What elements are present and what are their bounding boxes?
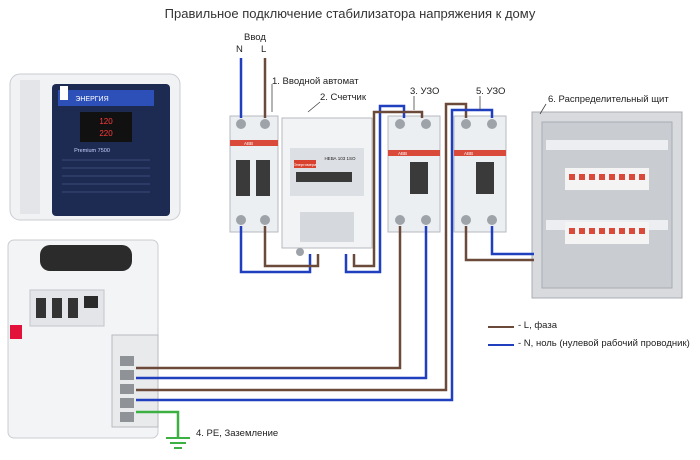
- meter-model: НЕВА 103 1SO: [324, 156, 356, 161]
- input-l-label: L: [261, 44, 267, 55]
- label-breaker: 1. Вводной автомат: [272, 76, 359, 87]
- label-panel: 6. Распределительный щит: [548, 94, 669, 105]
- input-circuit-breaker: ABB: [229, 115, 279, 233]
- rcd1-brand: ABB: [398, 151, 407, 156]
- rcd2-brand: ABB: [464, 151, 473, 156]
- label-meter: 2. Счетчик: [320, 92, 366, 103]
- rcd-1: ABB: [387, 115, 441, 233]
- legend-phase-swatch: [488, 326, 514, 328]
- stabilizer-front-view: ЭНЕРГИЯ 120 220 Premium 7500: [9, 73, 181, 221]
- stabilizer-model: Premium 7500: [74, 148, 110, 154]
- distribution-panel: [531, 111, 683, 299]
- stabilizer-rear-view: [7, 239, 159, 439]
- diagram-title: Правильное подключение стабилизатора нап…: [164, 6, 536, 21]
- legend-phase-label: - L, фаза: [518, 320, 557, 331]
- label-ground: 4. PE, Заземление: [196, 428, 279, 439]
- rcd-2: ABB: [453, 115, 507, 233]
- stabilizer-brand: ЭНЕРГИЯ: [75, 96, 108, 103]
- legend-neutral-swatch: [488, 344, 514, 346]
- breaker-brand: ABB: [244, 141, 253, 146]
- label-rcd1: 3. УЗО: [410, 86, 440, 97]
- electricity-meter: Энергомера НЕВА 103 1SO: [281, 117, 373, 256]
- legend-neutral-label: - N, ноль (нулевой рабочий проводник): [518, 338, 690, 349]
- label-rcd2: 5. УЗО: [476, 86, 506, 97]
- stabilizer-reading-in: 120: [99, 117, 113, 126]
- input-label: Ввод: [244, 32, 266, 43]
- meter-brand: Энергомера: [294, 162, 317, 167]
- input-n-label: N: [236, 44, 243, 55]
- ground-symbol: [166, 437, 190, 449]
- stabilizer-reading-out: 220: [99, 129, 113, 138]
- legend: - L, фаза - N, ноль (нулевой рабочий про…: [476, 320, 696, 360]
